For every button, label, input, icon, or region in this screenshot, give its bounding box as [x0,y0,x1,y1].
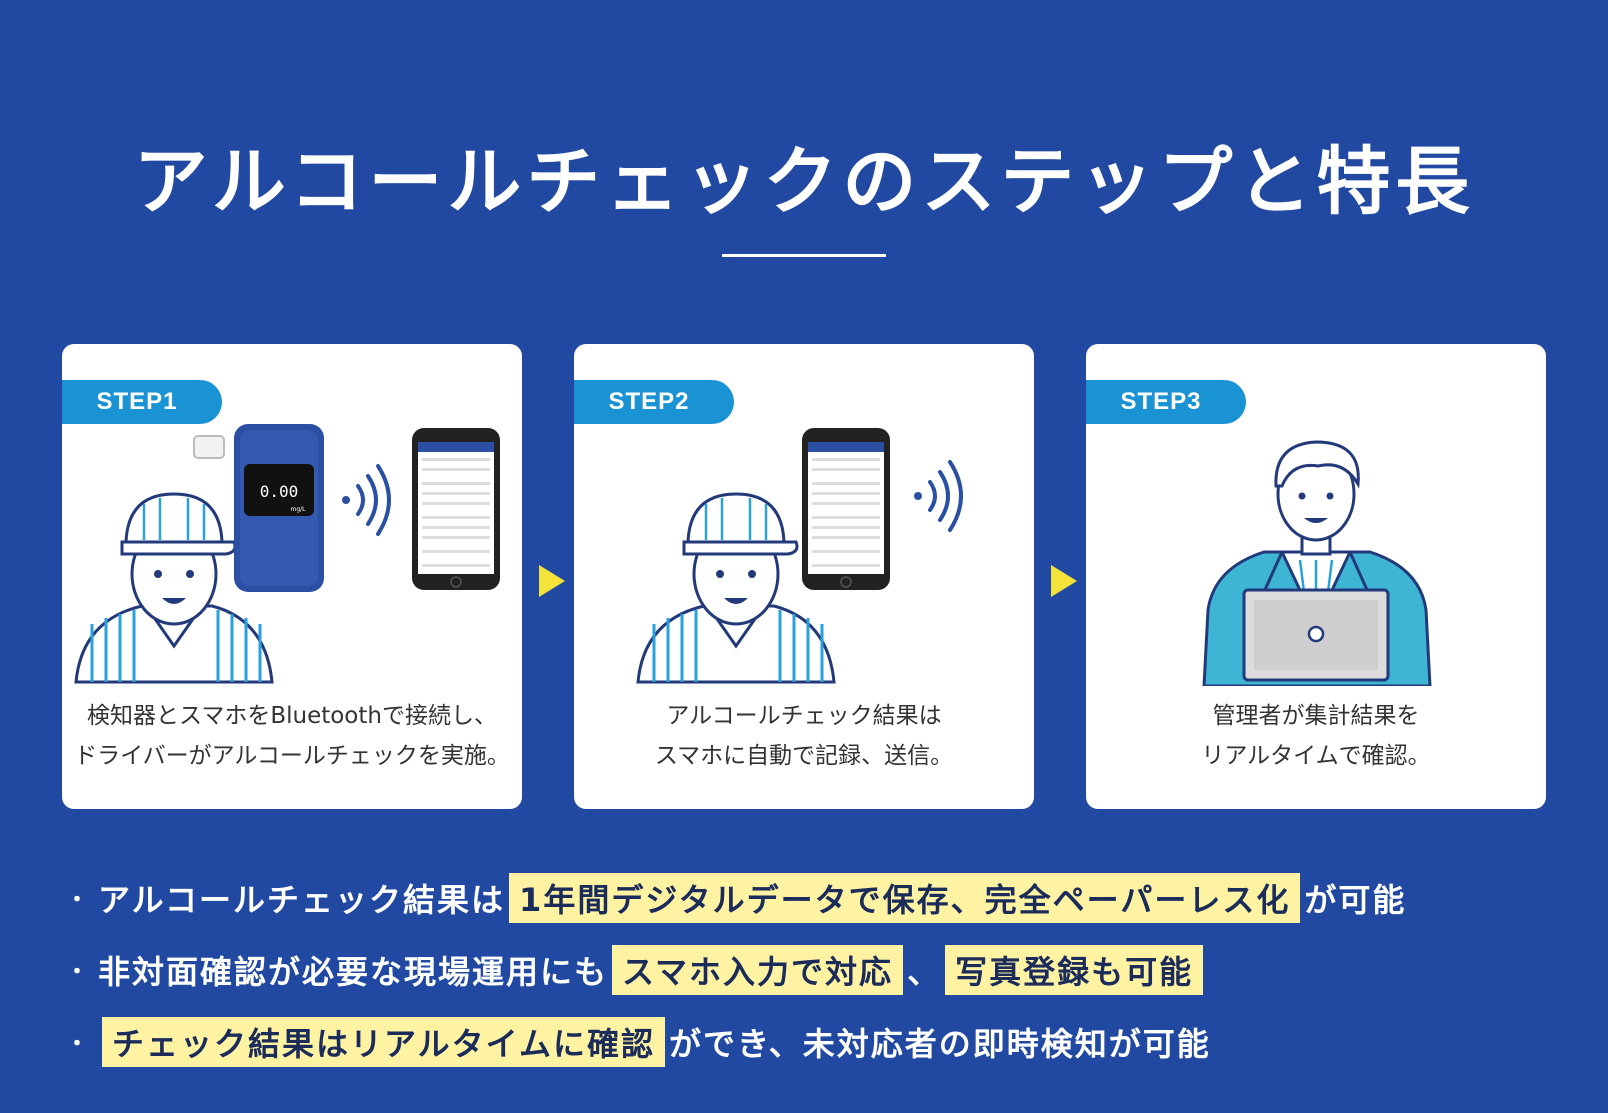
step-card-1: STEP1 0.00 mg/L [62,344,522,809]
wireless-signal-icon [914,460,963,532]
step2-desc-line-2: スマホに自動で記録、送信。 [654,743,954,769]
title-divider [722,254,886,257]
driver-icon [74,492,274,684]
feature-item-2: ・ 非対面確認が必要な現場運用にも スマホ入力で対応 、 写真登録も可能 [66,934,1586,1006]
step-description-2: アルコールチェック結果は スマホに自動で記録、送信。 [574,696,1034,776]
step2-illustration [636,428,963,684]
feature-highlight: スマホ入力で対応 [612,945,904,995]
step-card-3: STEP3 管理者が集計結果を リアルタイムで確認。 [1086,344,1546,809]
step3-desc-line-1: 管理者が集計結果を [1212,703,1420,729]
bullet: ・ [66,960,91,985]
step-arrow-icon [539,565,565,597]
feature-highlight: チェック結果はリアルタイムに確認 [102,1017,666,1067]
step1-illustration: 0.00 mg/L [74,424,500,684]
step-description-3: 管理者が集計結果を リアルタイムで確認。 [1086,696,1546,776]
step1-desc-line-1: 検知器とスマホをBluetoothで接続し、 [87,703,497,729]
step-badge-1: STEP1 [62,380,222,424]
feature-item-1: ・ アルコールチェック結果は 1年間デジタルデータで保存、完全ペーパーレス化 が… [66,862,1586,934]
driver-icon [636,492,836,684]
step-badge-2: STEP2 [574,380,734,424]
feature-highlight: 写真登録も可能 [945,945,1204,995]
bullet: ・ [66,888,91,913]
feature-text: 非対面確認が必要な現場運用にも [98,953,609,991]
feature-item-3: ・ チェック結果はリアルタイムに確認 ができ、未対応者の即時検知が可能 [66,1006,1586,1078]
device-unit: mg/L [290,506,306,513]
step3-illustration [1202,440,1432,686]
feature-list: ・ アルコールチェック結果は 1年間デジタルデータで保存、完全ペーパーレス化 が… [66,862,1586,1078]
feature-text: ができ、未対応者の即時検知が可能 [669,1025,1211,1063]
step-card-2: STEP2 [574,344,1034,809]
feature-text: アルコールチェック結果は [98,881,506,919]
feature-text: 、 [907,953,942,991]
step2-desc-line-1: アルコールチェック結果は [666,703,942,729]
page-title: アルコールチェックのステップと特長 [133,138,1475,225]
step-description-1: 検知器とスマホをBluetoothで接続し、 ドライバーがアルコールチェックを実… [62,696,522,776]
bullet: ・ [66,1032,91,1057]
device-reading: 0.00 [260,482,299,501]
wireless-signal-icon [342,464,391,536]
smartphone-icon [802,428,890,590]
step-badge-3: STEP3 [1086,380,1246,424]
step3-desc-line-2: リアルタイムで確認。 [1201,743,1431,769]
breathalyzer-icon: 0.00 mg/L [193,424,324,592]
laptop-icon [1242,588,1390,682]
step1-desc-line-2: ドライバーがアルコールチェックを実施。 [74,743,510,769]
feature-highlight: 1年間デジタルデータで保存、完全ペーパーレス化 [509,873,1301,923]
step-arrow-icon [1051,565,1077,597]
smartphone-icon [412,428,500,590]
feature-text: が可能 [1304,881,1407,919]
